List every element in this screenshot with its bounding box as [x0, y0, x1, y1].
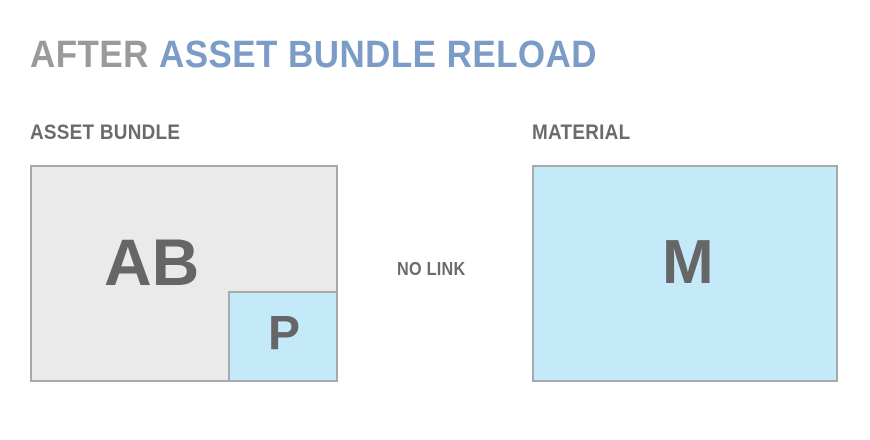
no-link-label: NO LINK [397, 259, 466, 279]
material-box [532, 165, 838, 382]
asset-bundle-letter: AB [104, 225, 200, 299]
asset-bundle-caption: ASSET BUNDLE [30, 121, 181, 144]
title-highlight: ASSET BUNDLE RELOAD [159, 34, 597, 76]
material-caption: MATERIAL [532, 121, 631, 144]
prefab-letter: P [268, 307, 301, 360]
page-title: AFTER ASSET BUNDLE RELOAD [30, 34, 597, 77]
title-prefix: AFTER [30, 34, 149, 76]
prefab-box [228, 291, 338, 382]
material-letter: M [662, 228, 714, 297]
